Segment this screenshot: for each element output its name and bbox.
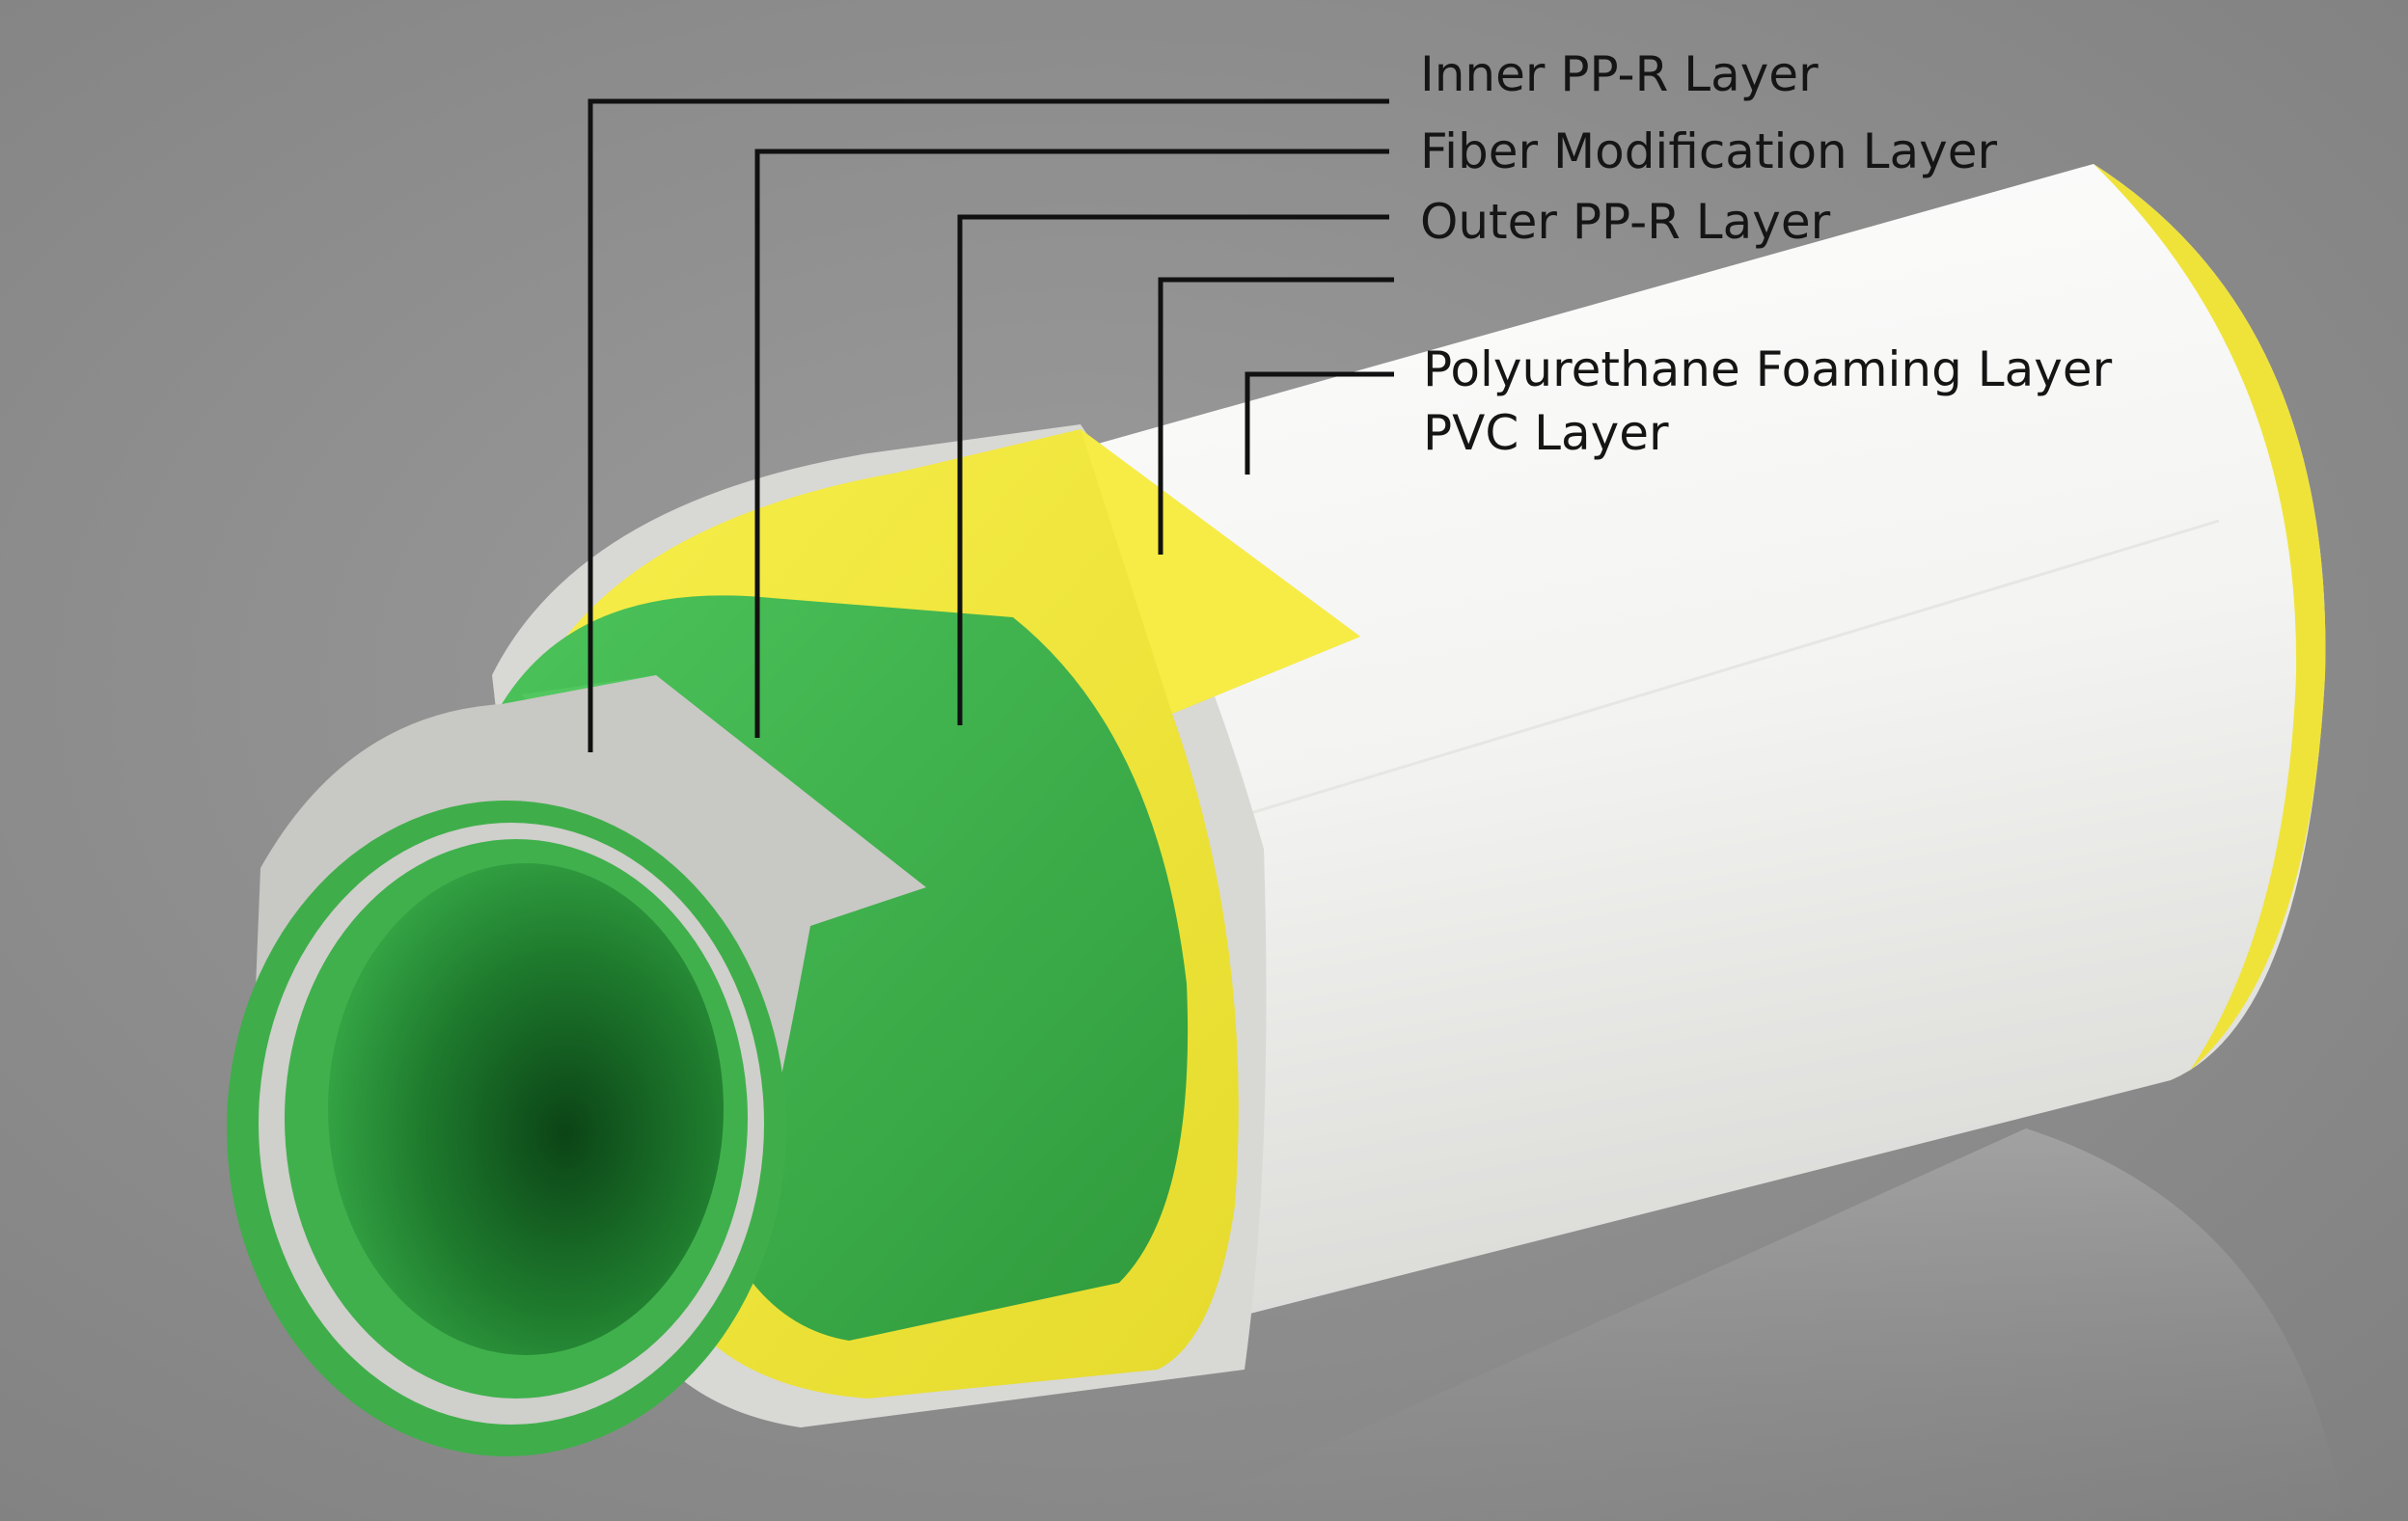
layer-labels: Inner PP-R Layer Fiber Modification Laye… [1420, 46, 2113, 461]
leader-fiber [754, 149, 1389, 738]
leader-pvc [1245, 371, 1394, 475]
leader-lines [588, 98, 1394, 752]
label-outer-pp-r: Outer PP-R Layer [1420, 194, 1831, 250]
label-fiber-modification: Fiber Modification Layer [1420, 123, 1997, 179]
leader-inner [588, 98, 1389, 752]
inner-pp-r-layer-shape [227, 801, 786, 1456]
floor-reflection [1158, 1128, 2344, 1521]
leader-outer [957, 214, 1389, 725]
leader-foam [1158, 277, 1394, 555]
label-pvc: PVC Layer [1423, 405, 1669, 461]
label-polyurethane-foaming: Polyurethane Foaming Layer [1423, 341, 2113, 397]
label-inner-pp-r: Inner PP-R Layer [1420, 46, 1819, 102]
